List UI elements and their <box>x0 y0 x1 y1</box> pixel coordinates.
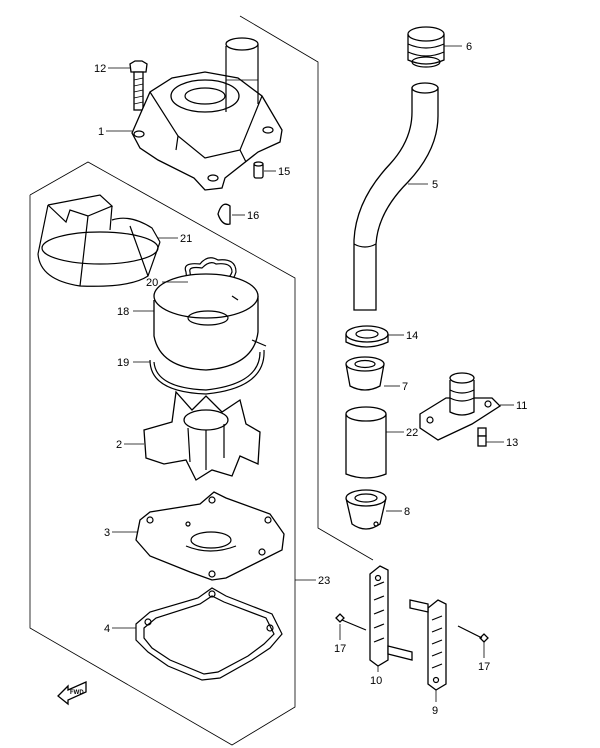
callout-9: 9 <box>432 705 438 717</box>
callout-2: 2 <box>116 439 122 451</box>
callout-16: 16 <box>247 210 259 222</box>
callout-11: 11 <box>516 400 527 412</box>
kit-23-outline <box>29 161 296 746</box>
fwd-arrow-icon: FWD <box>57 680 87 706</box>
part-22-tube[interactable] <box>345 406 387 479</box>
callout-10: 10 <box>370 675 382 687</box>
part-13-screw[interactable] <box>477 427 487 447</box>
part-5-water-tube[interactable] <box>353 82 439 311</box>
part-10-holder[interactable] <box>369 565 413 667</box>
part-19-o-ring[interactable] <box>149 339 267 395</box>
callout-5: 5 <box>432 179 438 191</box>
callout-22: 22 <box>406 427 418 439</box>
part-2-impeller[interactable] <box>143 390 261 481</box>
part-17-screw-left[interactable] <box>335 613 367 631</box>
callout-1: 1 <box>98 126 104 138</box>
callout-labels: 12 1 15 16 21 20 18 19 2 3 4 6 5 14 7 22… <box>94 41 527 717</box>
callout-21: 21 <box>180 233 192 245</box>
callout-23: 23 <box>318 575 330 587</box>
callout-19: 19 <box>117 357 129 369</box>
svg-text:FWD: FWD <box>70 690 84 696</box>
part-21-liner[interactable] <box>37 194 161 287</box>
callout-6: 6 <box>466 41 472 53</box>
leader-lines <box>106 45 514 702</box>
part-18-housing[interactable] <box>153 273 259 371</box>
callout-15: 15 <box>278 166 290 178</box>
part-3-plate[interactable] <box>135 491 285 581</box>
part-12-bolt[interactable] <box>129 60 148 111</box>
callout-13: 13 <box>506 437 518 449</box>
part-15-pin[interactable] <box>253 161 264 179</box>
callout-7: 7 <box>402 381 408 393</box>
hose-group-outline <box>239 15 374 561</box>
part-1-pump-case[interactable] <box>131 37 283 191</box>
part-6-grommet[interactable] <box>407 26 445 68</box>
callout-20: 20 <box>146 277 158 289</box>
callout-8: 8 <box>404 506 410 518</box>
part-4-gasket[interactable] <box>135 587 283 681</box>
callout-14: 14 <box>406 330 418 342</box>
part-8-seal[interactable] <box>345 489 387 530</box>
callout-17-right: 17 <box>478 661 490 673</box>
part-17-screw-right[interactable] <box>457 625 489 643</box>
callout-12: 12 <box>94 63 106 75</box>
callout-18: 18 <box>117 306 129 318</box>
callout-3: 3 <box>104 527 110 539</box>
part-9-holder[interactable] <box>409 599 447 691</box>
callout-4: 4 <box>104 623 110 635</box>
callout-17-left: 17 <box>334 643 346 655</box>
part-11-outlet-bracket[interactable] <box>419 372 502 441</box>
part-14-washer[interactable] <box>345 325 389 348</box>
part-16-key[interactable] <box>217 203 231 225</box>
part-7-seal[interactable] <box>345 356 385 391</box>
